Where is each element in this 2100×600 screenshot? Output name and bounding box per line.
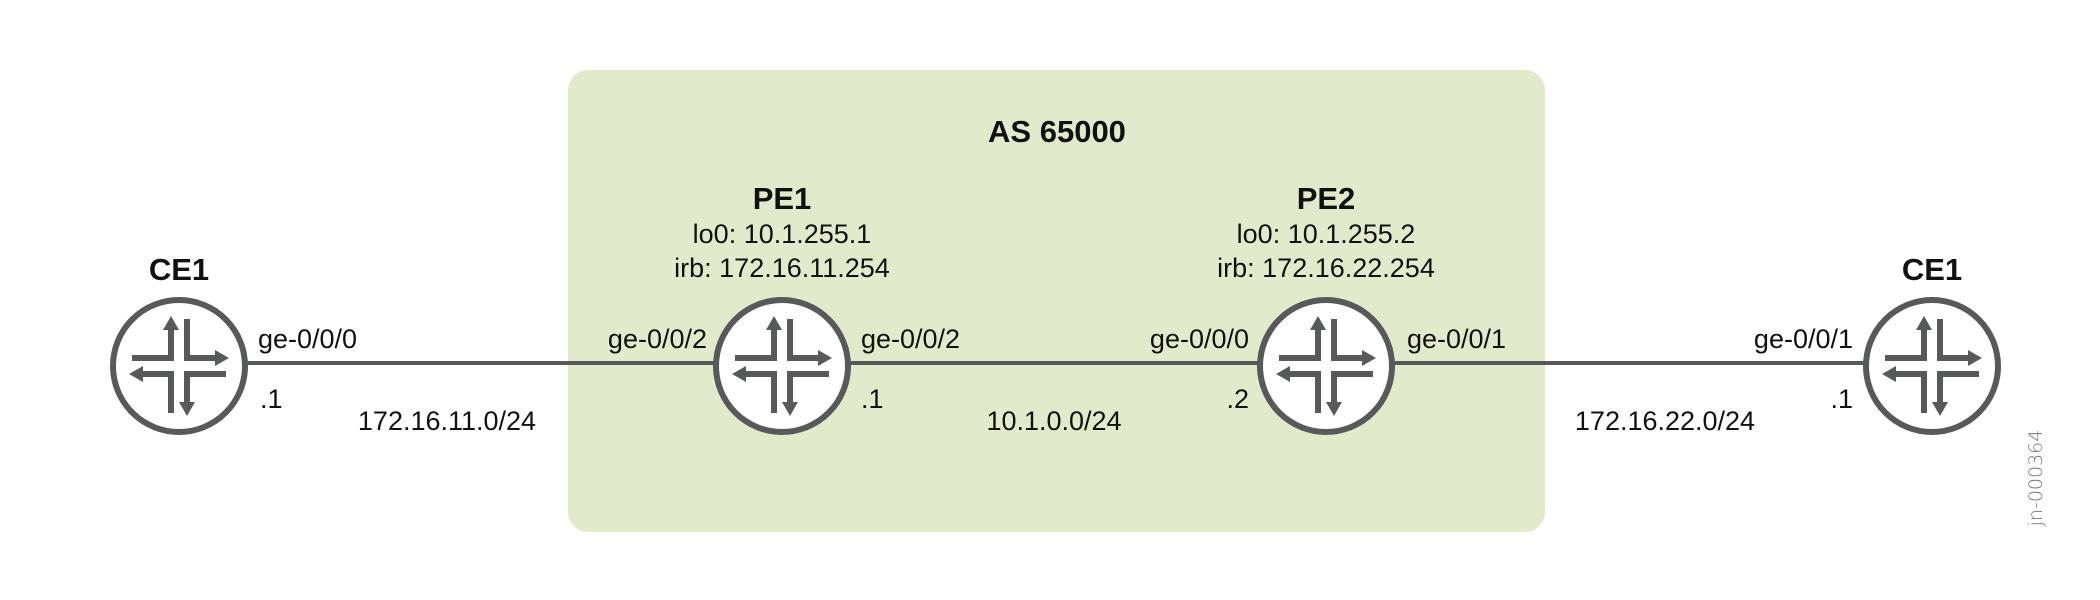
router-icon-pe2[interactable] [1260, 300, 1392, 432]
pe1-if-left: ge-0/0/2 [608, 324, 707, 354]
as-label: AS 65000 [988, 114, 1126, 149]
router-icon-ce1-left[interactable] [113, 300, 245, 432]
figure-id: jn-000364 [2025, 430, 2047, 528]
ce1-if: ge-0/0/0 [258, 324, 357, 354]
ce1-right-if: ge-0/0/1 [1754, 324, 1853, 354]
pe1-name: PE1 [753, 181, 812, 216]
pe1-addr: .1 [861, 384, 884, 414]
pe2-if-left: ge-0/0/0 [1150, 324, 1249, 354]
subnet-pe2-ce1: 172.16.22.0/24 [1575, 406, 1755, 436]
ce1-left-name: CE1 [149, 252, 209, 287]
router-icon-ce1-right[interactable] [1866, 300, 1998, 432]
pe2-if-right: ge-0/0/1 [1407, 324, 1506, 354]
ce1-right-addr: .1 [1830, 384, 1853, 414]
pe2-name: PE2 [1297, 181, 1356, 216]
ce1-right-name: CE1 [1902, 252, 1962, 287]
subnet-ce1-pe1: 172.16.11.0/24 [358, 406, 536, 436]
ce1-addr: .1 [260, 384, 283, 414]
pe1-irb: irb: 172.16.11.254 [674, 253, 890, 283]
pe2-irb: irb: 172.16.22.254 [1217, 253, 1435, 283]
subnet-pe1-pe2: 10.1.0.0/24 [986, 406, 1121, 436]
pe1-lo0: lo0: 10.1.255.1 [693, 219, 872, 249]
pe2-lo0: lo0: 10.1.255.2 [1237, 219, 1416, 249]
pe2-addr: .2 [1226, 384, 1249, 414]
router-icon-pe1[interactable] [716, 300, 848, 432]
pe1-if-right: ge-0/0/2 [861, 324, 960, 354]
